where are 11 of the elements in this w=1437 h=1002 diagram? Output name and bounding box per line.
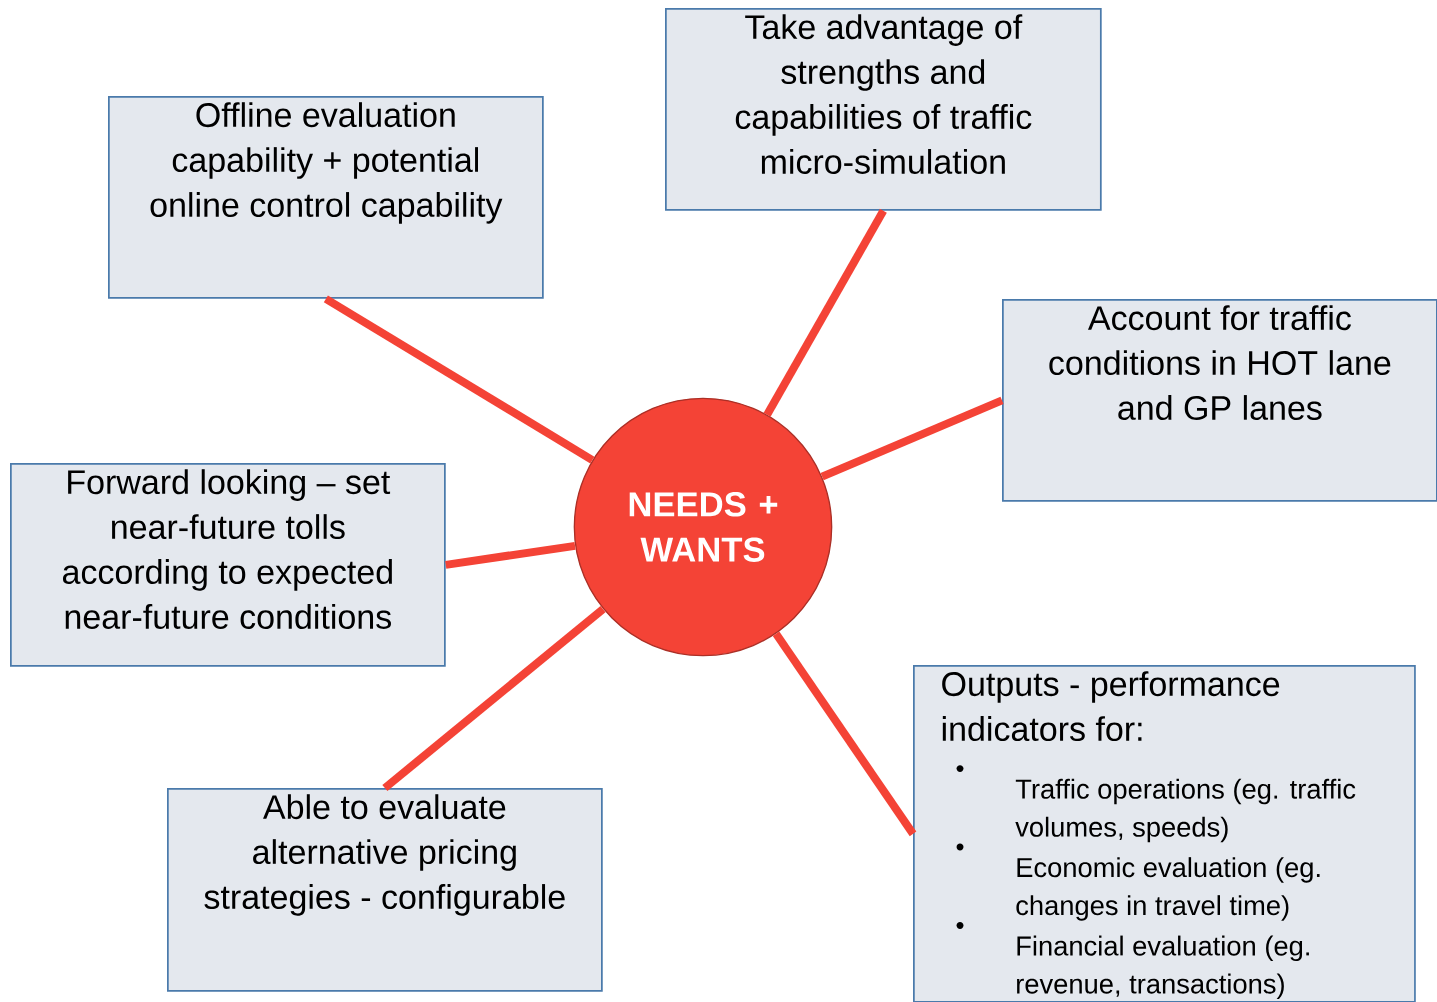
connector-line xyxy=(772,631,917,837)
connector-line xyxy=(323,295,595,464)
text-box: Offline evaluation capability + potential online control capability xyxy=(108,96,544,299)
connector-line xyxy=(382,605,606,792)
text-box: Able to evaluate alternative pricing strategies - configurable xyxy=(167,788,603,992)
connector-line xyxy=(820,396,1004,481)
connector-line xyxy=(763,208,887,417)
text-box: Forward looking – set near-future tolls according to expected near-future conditions xyxy=(10,463,446,667)
text-box: Account for traffic conditions in HOT lane and GP lanes xyxy=(1002,299,1437,502)
text-box: Take advantage of strengths and capabilities of traffic micro-simulation xyxy=(665,8,1102,211)
text-box: Outputs - performance indicators for: Traffic operations (eg. traffic volumes, speeds) Economic evaluation (eg. changes in travel time) Financial evaluation (eg. revenue, transactions) xyxy=(913,665,1416,1002)
